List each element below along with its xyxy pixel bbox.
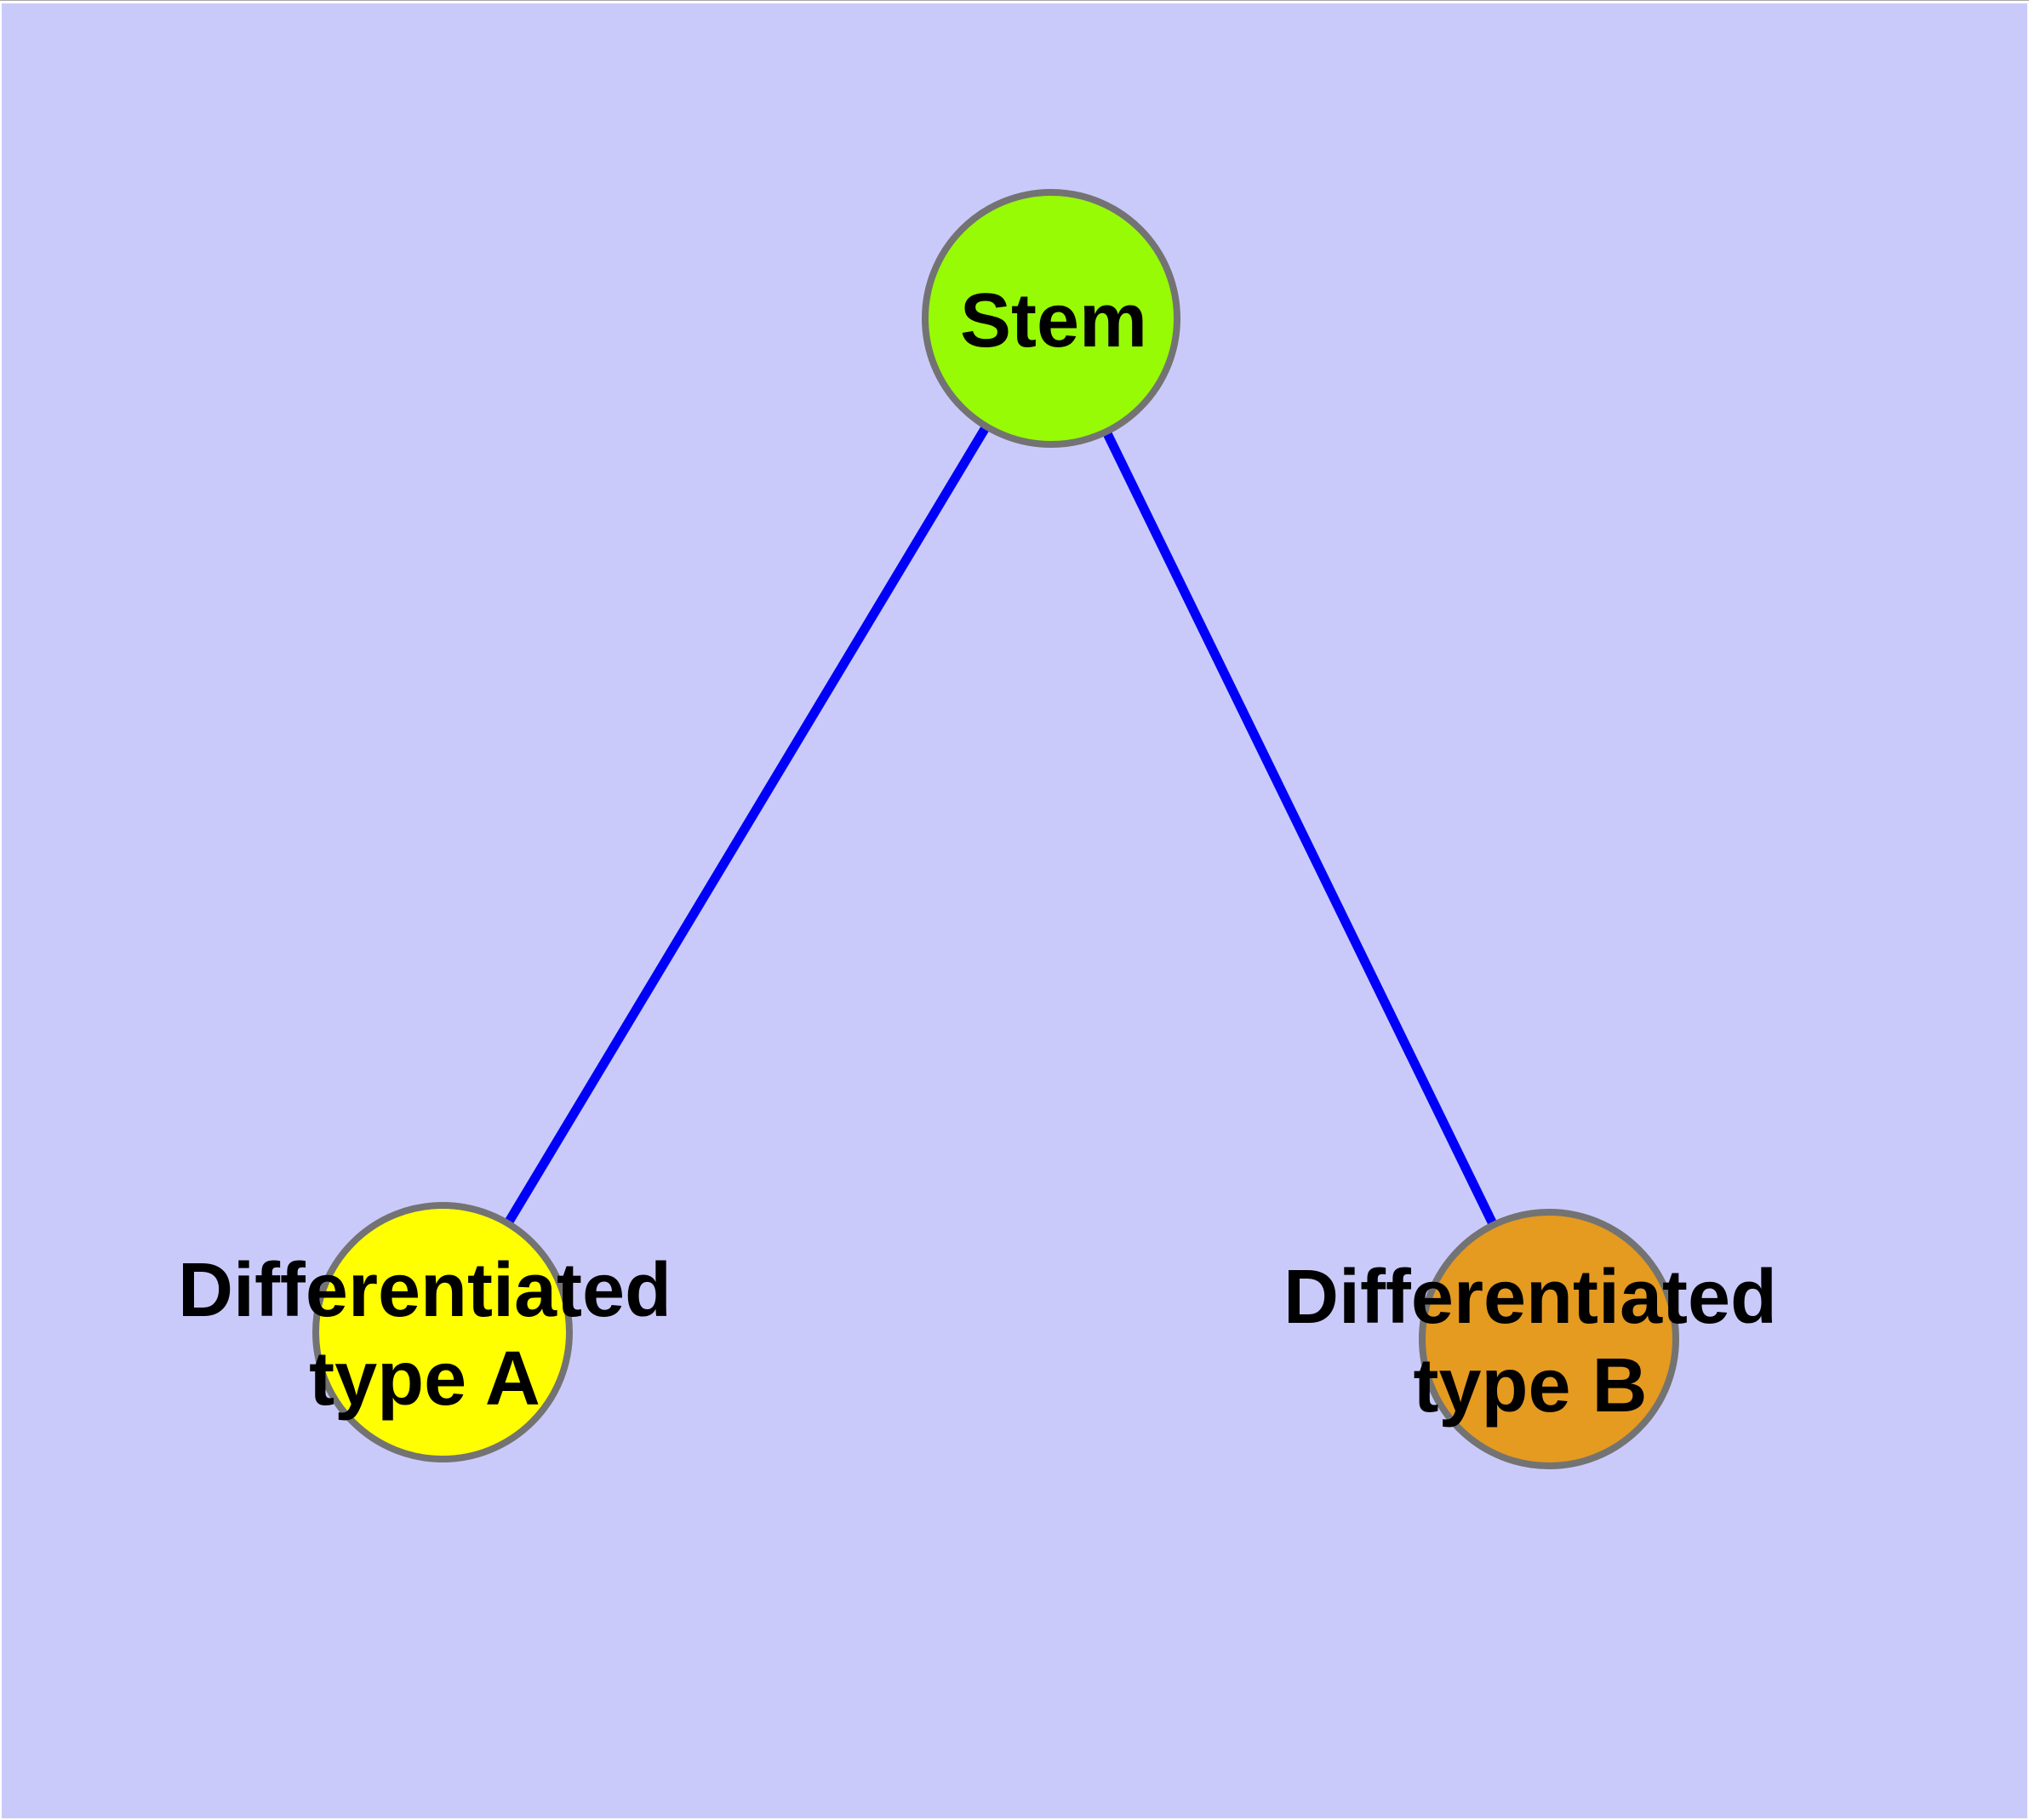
node-stem-label: Stem xyxy=(960,278,1147,363)
node-type-b-label-line2: type B xyxy=(1413,1343,1647,1428)
node-type-a-label-line2: type A xyxy=(309,1336,540,1422)
node-type-b-circle xyxy=(1419,1209,1679,1469)
node-stem-circle xyxy=(922,189,1180,448)
frame-top-hairline xyxy=(0,0,2029,1)
node-type-a-label-line1: Differentiated xyxy=(178,1248,672,1333)
edge-stem-to-type-b xyxy=(1047,316,1553,1342)
edge-stem-to-type-a xyxy=(438,316,1055,1335)
node-type-b-label-line1: Differentiated xyxy=(1283,1255,1777,1340)
node-type-a-circle xyxy=(312,1202,573,1462)
